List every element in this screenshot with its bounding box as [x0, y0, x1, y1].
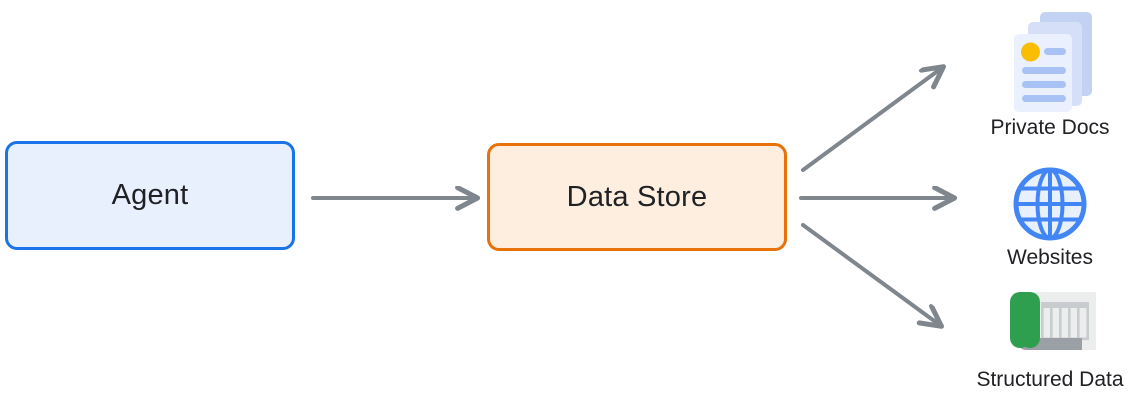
- source-item-websites[interactable]: Websites: [955, 166, 1145, 269]
- globe-icon: [1013, 167, 1087, 241]
- source-label-private-docs: Private Docs: [990, 116, 1110, 139]
- source-item-private-docs[interactable]: Private Docs: [955, 8, 1145, 139]
- node-data-store-label: Data Store: [566, 180, 708, 213]
- edge-data-store-to-structured-data: [801, 223, 937, 323]
- edge-data-store-to-private-docs: [801, 70, 939, 172]
- source-item-structured-data[interactable]: Structured Data: [955, 288, 1145, 391]
- source-label-structured-data: Structured Data: [976, 368, 1124, 391]
- source-label-websites: Websites: [1007, 246, 1093, 269]
- node-agent-label: Agent: [111, 179, 189, 211]
- documents-stack-icon: [1014, 12, 1092, 112]
- node-data-store[interactable]: Data Store: [487, 143, 787, 251]
- node-agent[interactable]: Agent: [5, 141, 295, 250]
- spreadsheet-icon: [1010, 292, 1096, 350]
